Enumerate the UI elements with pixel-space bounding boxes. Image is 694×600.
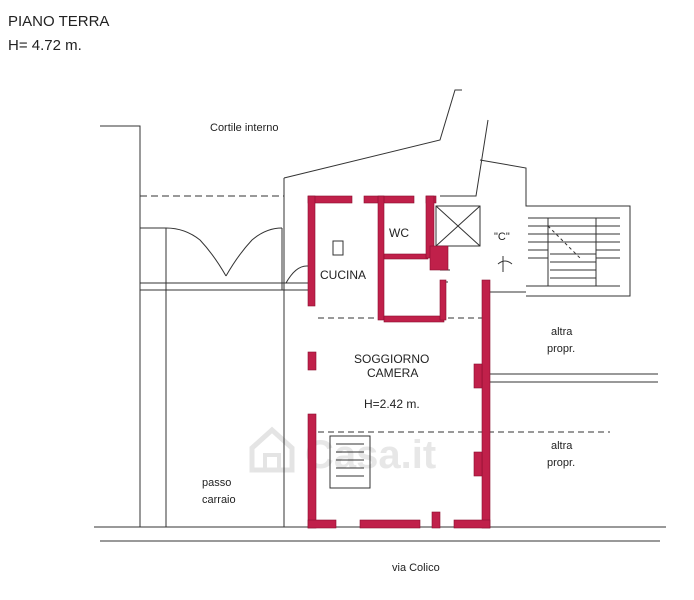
context-lines [94,89,666,542]
neighbor-bottom-label-line1: altra [551,440,573,452]
watermark: Casa.it [249,426,436,477]
driveway-label-line1: passo [202,477,231,489]
wc-label: WC [389,226,409,240]
neighbor-top-label-line1: altra [551,326,573,338]
walls [307,195,491,529]
neighbor-bottom-label-line2: propr. [547,457,575,469]
courtyard-label: Cortile interno [210,122,278,134]
street-label: via Colico [392,562,440,574]
house-logo-icon [249,426,295,473]
driveway-label-line2: carraio [202,494,236,506]
watermark-text: Casa.it [305,433,436,477]
stair-c-label: "C" [494,231,510,243]
plan-title: PIANO TERRA [8,13,109,30]
neighbor-top-label-line2: propr. [547,343,575,355]
plan-height: H= 4.72 m. [8,37,82,54]
living-label-line1: SOGGIORNO [354,352,429,366]
kitchen-label: CUCINA [320,268,366,282]
living-label-line2: CAMERA [367,366,418,380]
living-height-label: H=2.42 m. [364,397,420,411]
